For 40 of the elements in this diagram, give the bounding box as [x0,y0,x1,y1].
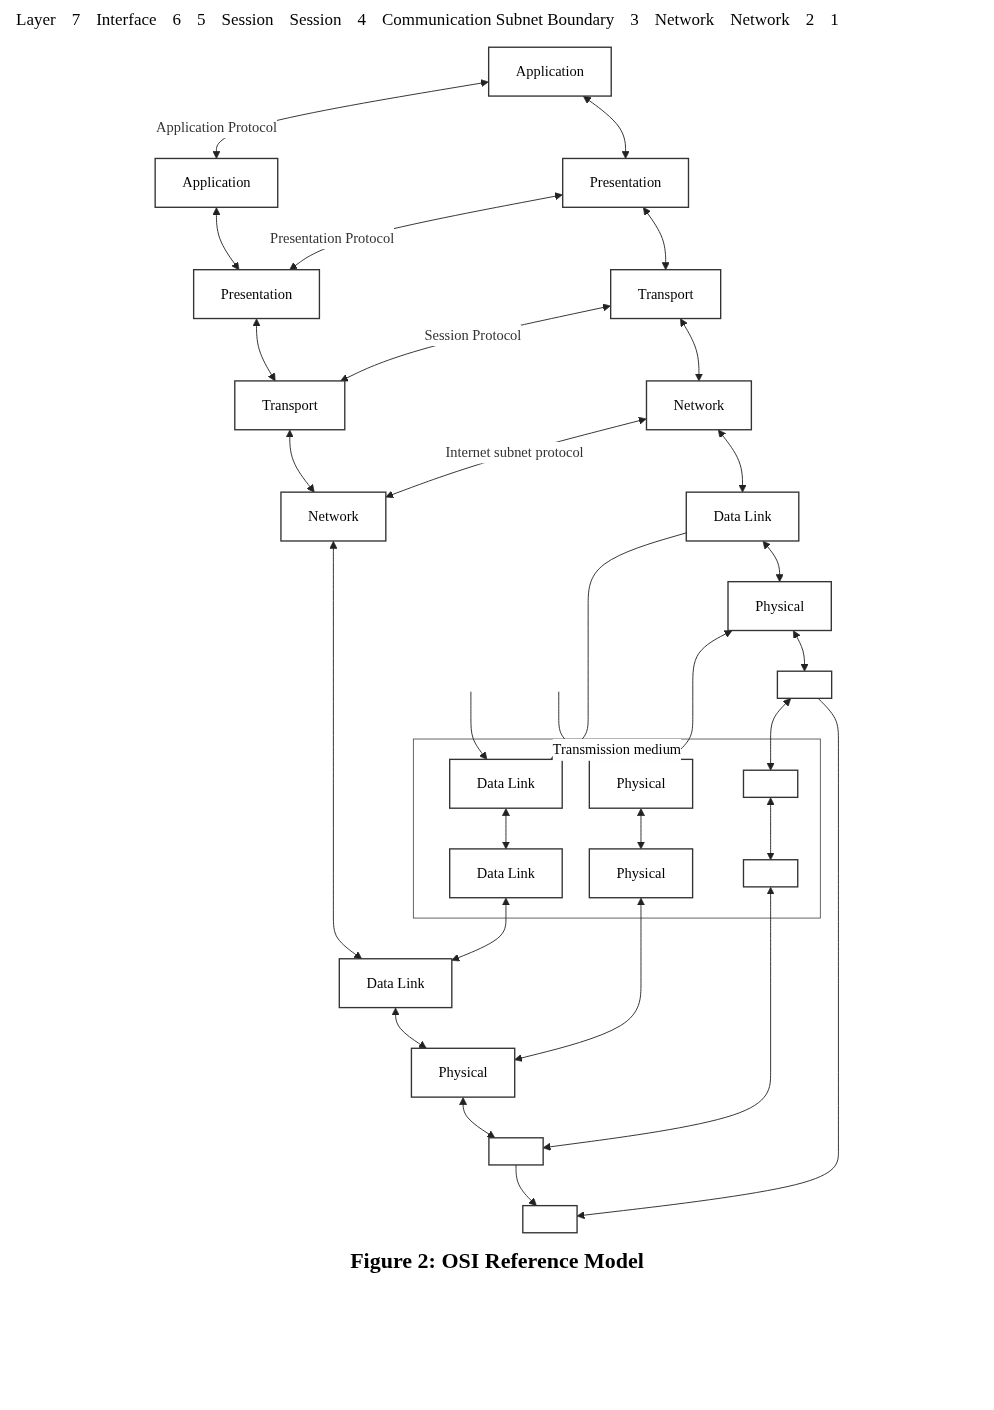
node-box: Data Link [685,491,800,542]
node-box: Data Link [449,848,564,899]
node-box: Physical [410,1047,516,1098]
node-box [522,1204,578,1234]
node-box: Application [154,157,279,208]
note-text: 3 [630,10,639,30]
node-box: Physical [727,581,833,632]
edge-label: Internet subnet protocol [445,444,584,460]
note-text: Communication Subnet Boundary [381,10,615,30]
node-box: Physical [588,848,694,899]
node-box: Data Link [338,958,453,1009]
note-text: 6 [172,10,182,30]
note-text: 4 [357,10,366,30]
figure-caption: Figure 2: OSI Reference Model [350,1248,644,1273]
node-box: Physical [588,758,694,809]
note-text: Layer [16,10,56,30]
note-text: Network [730,10,790,30]
note-text: Network [654,10,715,30]
node-box: Application [488,46,613,97]
note-text: Session [289,10,342,30]
note-text: 7 [71,10,81,30]
node-box: Presentation [562,157,690,208]
node-box: Transport [610,269,722,320]
node-box: Network [280,491,387,542]
node-box [488,1137,545,1166]
note-text: 1 [830,10,839,30]
node-box [743,769,799,799]
note-text: 2 [805,10,815,30]
node-box: Presentation [193,269,321,320]
node-box: Network [646,380,753,431]
node-box [743,859,799,888]
node-box [776,670,833,699]
note-text: Interface [96,10,157,30]
edge-label: Session Protocol [424,327,522,343]
note-text: 5 [197,10,206,30]
node-box: Transport [234,380,346,431]
edge-label: Presentation Protocol [270,230,395,246]
node-box: Data Link [449,758,564,809]
edge-label: Application Protocol [156,119,278,135]
note-text: Session [221,10,274,30]
